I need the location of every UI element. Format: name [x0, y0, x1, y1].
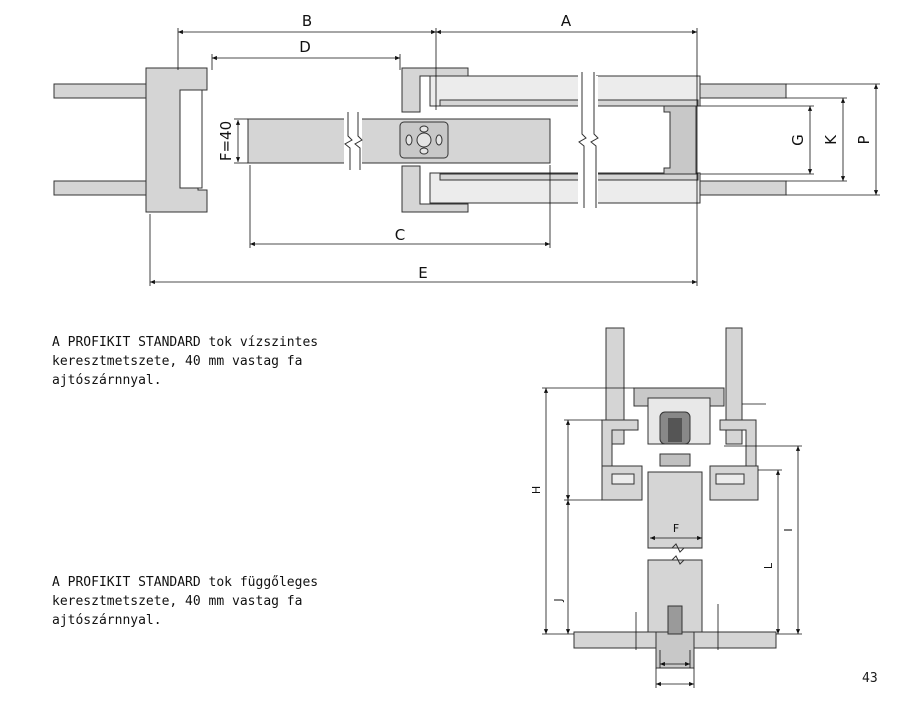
horizontal-section-drawing	[53, 67, 787, 213]
frame-corner-left	[601, 419, 639, 471]
guide-pin	[667, 605, 683, 635]
dim-label-f: F	[673, 522, 679, 535]
dimension-lines-horizontal	[149, 28, 880, 286]
dim-label-g: G	[789, 134, 807, 146]
frame-profile-right-top	[401, 67, 469, 113]
break-lines	[344, 72, 599, 208]
dim-label-b: B	[302, 12, 312, 30]
rail-bottom	[439, 173, 699, 181]
vertical-section-drawing	[573, 327, 777, 669]
caption-line: ajtószárnnyal.	[52, 613, 162, 628]
caption-line: keresztmetszete, 40 mm vastag fa	[52, 594, 303, 609]
dim-label-a: A	[561, 12, 572, 30]
door-leaf	[247, 118, 551, 164]
wall-panel-vertical	[725, 327, 743, 445]
caption-line: keresztmetszete, 40 mm vastag fa	[52, 354, 303, 369]
caption-horizontal-section: A PROFIKIT STANDARD tok vízszintes keres…	[52, 333, 372, 390]
frame-corner-right	[719, 419, 757, 471]
caption-line: ajtószárnnyal.	[52, 373, 162, 388]
wall-panel-vertical	[605, 327, 625, 445]
dimension-lines-vertical	[542, 387, 802, 688]
dim-label-e: E	[418, 264, 427, 282]
caption-line: A PROFIKIT STANDARD tok függőleges	[52, 575, 319, 590]
dim-label-p: P	[855, 135, 873, 144]
break-lines-vertical	[648, 543, 702, 565]
door-leaf-vertical-top	[647, 471, 703, 549]
end-bracket	[663, 105, 697, 175]
caption-vertical-section: A PROFIKIT STANDARD tok függőleges keres…	[52, 573, 372, 630]
hanger-bolt	[659, 453, 691, 467]
page-number: 43	[862, 671, 878, 686]
floor-guide	[655, 631, 695, 669]
dim-label-h: H	[530, 486, 543, 494]
dim-label-i: I	[782, 528, 795, 531]
dim-label-f40: F=40	[217, 121, 235, 161]
dim-label-c: C	[395, 226, 405, 244]
dim-label-l: L	[762, 562, 775, 569]
handle-knob	[416, 132, 432, 148]
frame-profile-inner	[179, 89, 203, 189]
frame-profile-right-bottom	[401, 165, 469, 213]
rail-top	[439, 99, 699, 107]
caption-line: A PROFIKIT STANDARD tok vízszintes	[52, 335, 319, 350]
dim-label-k: K	[822, 134, 840, 145]
dim-label-j: J	[552, 598, 565, 602]
dim-label-d: D	[299, 38, 311, 56]
